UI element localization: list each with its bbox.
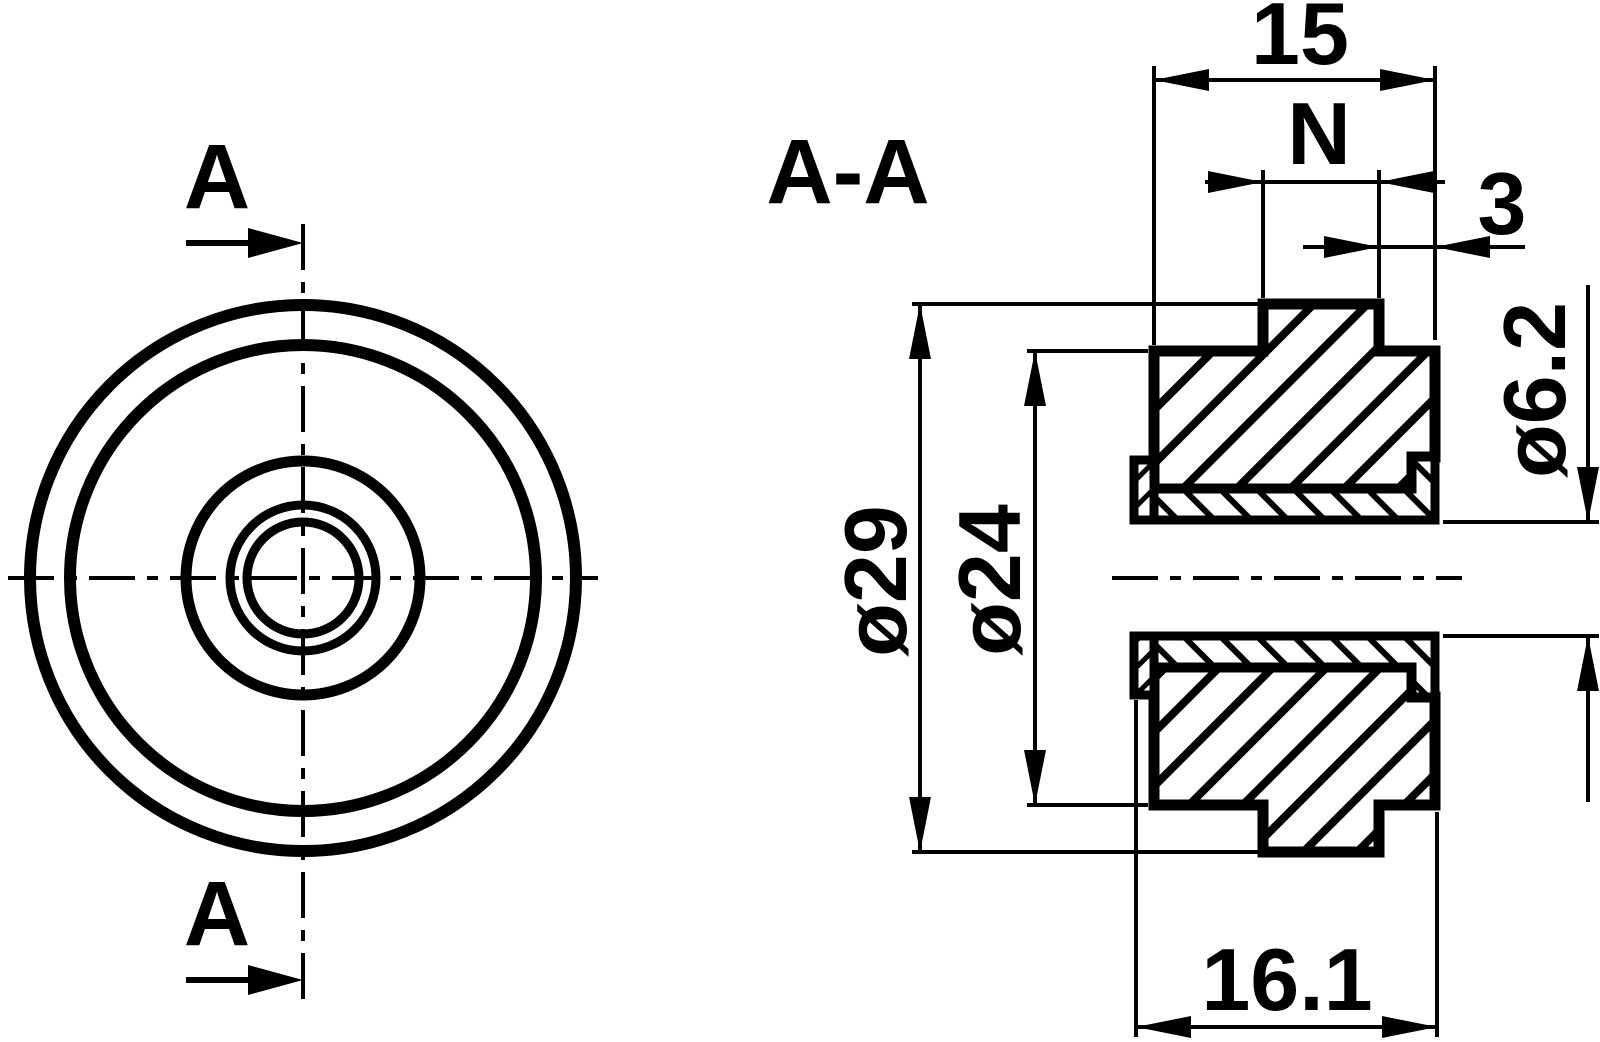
cut-label-bottom: A (184, 863, 250, 965)
dim-value-tooth-width: N (1287, 84, 1351, 183)
dim-arrowhead-icon (1136, 1016, 1191, 1038)
section-view: A-A 15 N (766, 0, 1599, 1038)
section-cut-arrow-bottom (186, 965, 303, 995)
dimension-outer-diameter: ø29 (826, 302, 1258, 854)
wheel-section-upper (1148, 298, 1441, 495)
dimension-shoulder-diameter: ø24 (940, 349, 1148, 807)
dim-value-bore-diameter: ø6.2 (1485, 302, 1584, 478)
wheel-section-lower (1148, 661, 1441, 858)
dimension-body-width: 15 (1152, 0, 1437, 345)
dim-arrowhead-icon (909, 797, 931, 852)
bushing-flange-lower (1129, 631, 1159, 700)
dimension-tooth-to-face: 3 (1303, 154, 1526, 258)
cut-label-top: A (184, 126, 250, 228)
dimension-tooth-width: N (1205, 84, 1445, 298)
dim-arrowhead-icon (1024, 351, 1046, 406)
bushing-flange-upper (1129, 455, 1159, 525)
dim-value-outer-diameter: ø29 (826, 505, 925, 657)
dimension-bore-diameter: ø6.2 (1443, 285, 1599, 802)
cut-arrowhead-top-icon (248, 228, 303, 258)
dim-arrowhead-icon (1324, 236, 1379, 258)
dim-value-shoulder-diameter: ø24 (940, 504, 1039, 656)
dim-value-body-width: 15 (1251, 0, 1349, 83)
dim-value-tooth-to-face: 3 (1478, 154, 1527, 253)
outer-diameter-circle (24, 299, 582, 857)
section-cut-arrow-top (186, 228, 303, 258)
front-view: A A (8, 126, 598, 1002)
dim-arrowhead-icon (1577, 636, 1599, 691)
dim-arrowhead-icon (1024, 750, 1046, 805)
dim-arrowhead-icon (1577, 467, 1599, 522)
dim-arrowhead-icon (1379, 171, 1434, 193)
bore-chamfer-circle (225, 500, 381, 656)
dim-arrowhead-icon (1435, 236, 1490, 258)
shoulder-circle (64, 339, 542, 817)
dim-arrowhead-icon (1380, 69, 1435, 91)
dim-arrowhead-icon (909, 304, 931, 359)
dimension-overall-length: 16.1 (1134, 700, 1439, 1038)
dim-arrowhead-icon (1208, 171, 1263, 193)
section-title: A-A (766, 121, 930, 223)
cut-arrowhead-bottom-icon (248, 965, 303, 995)
bore-circle (242, 517, 364, 639)
dim-value-overall-length: 16.1 (1201, 930, 1372, 1029)
flange-circle (180, 455, 426, 701)
dim-arrowhead-icon (1382, 1016, 1437, 1038)
dim-arrowhead-icon (1154, 69, 1209, 91)
